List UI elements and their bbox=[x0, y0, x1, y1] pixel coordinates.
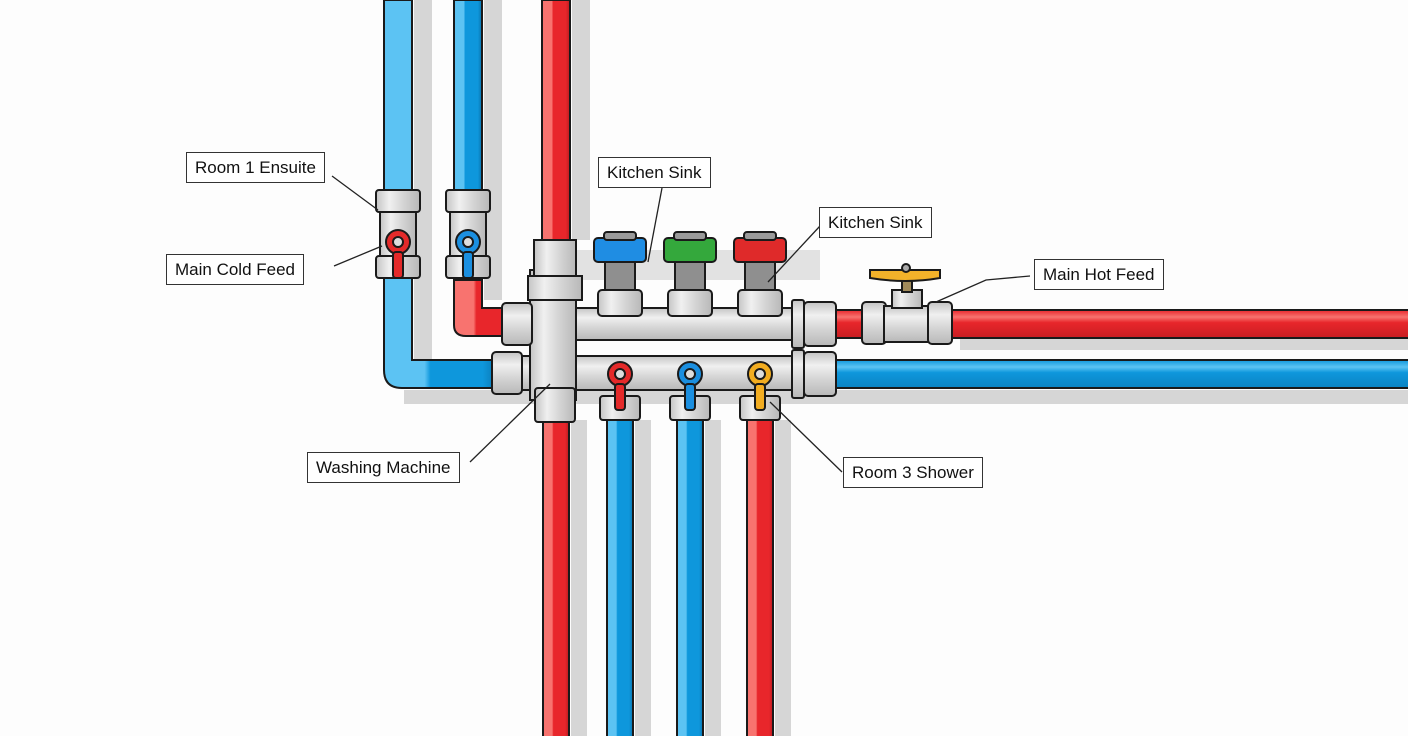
main-hot-valve bbox=[861, 263, 953, 345]
label-room-3-shower: Room 3 Shower bbox=[843, 457, 983, 488]
cap-2 bbox=[663, 231, 717, 317]
outlet-valves bbox=[599, 361, 781, 421]
cap-3 bbox=[733, 231, 787, 317]
pipe-outlet-2 bbox=[606, 404, 634, 736]
label-main-hot-feed: Main Hot Feed bbox=[1034, 259, 1164, 290]
pipe-outlet-3 bbox=[676, 404, 704, 736]
pipe-hot-riser bbox=[541, 0, 571, 251]
cap-1 bbox=[593, 231, 647, 317]
label-washing-machine: Washing Machine bbox=[307, 452, 460, 483]
outlet-valve-2-handle[interactable] bbox=[677, 361, 703, 411]
cap-valves bbox=[593, 231, 787, 317]
pipe-main-cold-feed bbox=[799, 359, 1408, 389]
outlet-valve-1-handle[interactable] bbox=[607, 361, 633, 411]
pipe-hot-riser-elbow bbox=[453, 279, 511, 337]
label-kitchen-sink-2: Kitchen Sink bbox=[819, 207, 932, 238]
riser-valve-right-handle[interactable] bbox=[455, 229, 481, 279]
leader-lines bbox=[331, 175, 1031, 473]
main-hot-valve-handle[interactable] bbox=[869, 263, 941, 282]
label-main-cold-feed: Main Cold Feed bbox=[166, 254, 305, 285]
riser-valves bbox=[375, 189, 491, 279]
riser-valve-left-handle[interactable] bbox=[385, 229, 411, 279]
pipe-outlet-1 bbox=[542, 404, 570, 736]
outlet-valve-3-handle[interactable] bbox=[747, 361, 773, 411]
label-room-1-ensuite: Room 1 Ensuite bbox=[186, 152, 325, 183]
shadows bbox=[404, 0, 1408, 736]
label-kitchen-sink-1: Kitchen Sink bbox=[598, 157, 711, 188]
pipe-outlet-4 bbox=[746, 404, 774, 736]
